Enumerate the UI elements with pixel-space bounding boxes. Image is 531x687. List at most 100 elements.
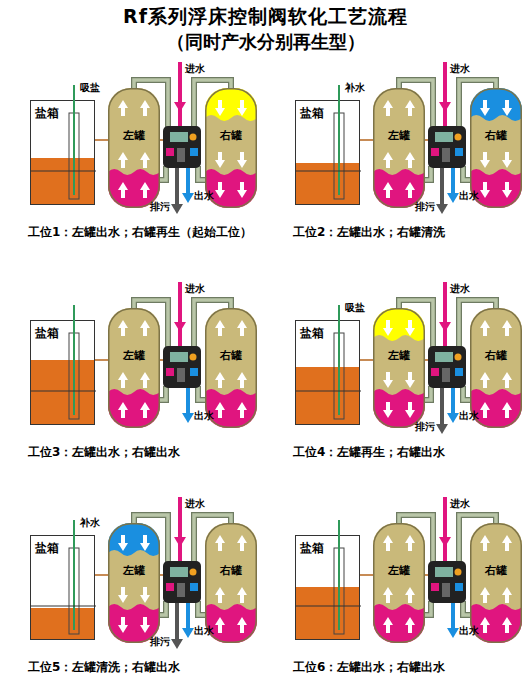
brine-tube <box>338 85 340 195</box>
tank-label: 右罐 <box>205 128 257 144</box>
flow-arrow <box>118 372 128 388</box>
flow-label: 出水 <box>459 190 479 202</box>
flow-arrow <box>383 182 393 198</box>
valve-knob <box>455 134 462 141</box>
flow-arrow <box>383 535 393 551</box>
resin <box>373 308 425 428</box>
pipe <box>160 601 166 615</box>
salt-grid <box>31 606 96 607</box>
pipe <box>198 166 205 180</box>
station-caption: 工位3：左罐出水；右罐出水 <box>28 445 180 459</box>
brine-tube <box>73 305 75 415</box>
station-panel: 盐箱左罐右罐吸盐进水出水排污工位1：左罐出水；右罐再生（起始工位） <box>0 80 265 245</box>
tank-body <box>108 88 160 208</box>
flow-arrow <box>480 535 490 551</box>
tank-label: 右罐 <box>470 348 522 364</box>
flow-arrow <box>502 372 512 388</box>
station-panel: 盐箱左罐右罐补水进水排污出水工位5：左罐清洗；右罐出水 <box>0 515 265 680</box>
valve-display <box>170 132 188 142</box>
station-caption: 工位1：左罐出水；右罐再生（起始工位） <box>28 225 252 239</box>
box-label: 盐箱 <box>35 325 59 342</box>
valve-port <box>166 583 174 591</box>
flow-arrow <box>237 402 247 418</box>
tank-body <box>373 523 425 643</box>
flow-arrow <box>215 617 225 633</box>
station-caption: 工位6：左罐出水；右罐出水 <box>293 660 445 674</box>
tank-outline <box>373 88 425 208</box>
flow-label: 进水 <box>450 498 470 510</box>
pipe <box>425 386 431 400</box>
control-valve <box>163 126 201 168</box>
tank-label: 右罐 <box>205 563 257 579</box>
flow-arrow <box>237 182 247 198</box>
flow-arrow <box>502 100 512 116</box>
control-valve <box>428 126 466 168</box>
valve-display <box>170 352 188 362</box>
resin <box>108 308 160 428</box>
tank-label: 左罐 <box>108 348 160 364</box>
tank-outline <box>206 524 257 643</box>
brine-tube <box>338 520 340 630</box>
flow-label: 出水 <box>194 625 214 637</box>
tank-outline <box>471 524 522 643</box>
outlet-pipe <box>451 388 455 416</box>
flow-arrow <box>140 320 150 336</box>
flow-label: 出水 <box>194 410 214 422</box>
valve-port <box>190 148 198 156</box>
tank-outline <box>108 308 160 428</box>
outlet-pipe <box>186 388 190 416</box>
inlet-arrow <box>174 102 186 112</box>
valve-port <box>431 583 439 591</box>
tank-label: 左罐 <box>373 563 425 579</box>
flow-arrow <box>405 587 415 603</box>
flow-arrow <box>215 152 225 168</box>
resin <box>373 523 425 643</box>
flow-arrow <box>502 402 512 418</box>
subtitle: （同时产水分别再生型） <box>0 30 531 54</box>
flow-label: 进水 <box>450 283 470 295</box>
inlet-arrow <box>439 322 451 332</box>
outlet-arrow <box>447 193 459 203</box>
salt-box: 盐箱 <box>30 320 95 425</box>
flow-arrow <box>405 320 415 336</box>
flow-arrow <box>405 100 415 116</box>
tank-label: 右罐 <box>470 563 522 579</box>
flow-arrow <box>383 372 393 388</box>
inlet-arrow <box>174 322 186 332</box>
valve-port <box>442 583 450 597</box>
outlet-arrow <box>182 193 194 203</box>
flow-label: 进水 <box>185 498 205 510</box>
pipe <box>425 166 431 180</box>
flow-arrow <box>118 587 128 603</box>
resin-tank: 左罐 <box>373 523 425 643</box>
inlet-arrow <box>439 537 451 547</box>
tank-outline <box>374 309 425 428</box>
valve-port <box>177 368 185 382</box>
pipe <box>463 601 470 615</box>
pipe <box>463 386 470 400</box>
flow-arrow <box>118 152 128 168</box>
flow-label: 补水 <box>345 82 365 94</box>
flow-arrow <box>405 617 415 633</box>
pipe <box>425 601 431 615</box>
flow-arrow <box>502 617 512 633</box>
flow-arrow <box>502 182 512 198</box>
station-panel: 盐箱左罐右罐补水进水排污出水工位2：左罐出水；右罐清洗 <box>265 80 530 245</box>
flow-label: 排污 <box>150 201 170 213</box>
outlet-arrow <box>447 628 459 638</box>
salt-box: 盐箱 <box>30 535 95 640</box>
flow-arrow <box>140 182 150 198</box>
flow-arrow <box>237 535 247 551</box>
salt-box: 盐箱 <box>295 320 360 425</box>
flow-arrow <box>383 320 393 336</box>
inlet-arrow <box>174 537 186 547</box>
flow-arrow <box>118 617 128 633</box>
tank-outline <box>471 309 522 428</box>
outlet-pipe <box>186 168 190 196</box>
flow-arrow <box>140 100 150 116</box>
flow-arrow <box>237 617 247 633</box>
flow-arrow <box>140 535 150 551</box>
flow-arrow <box>480 100 490 116</box>
resin-tank: 左罐 <box>108 308 160 428</box>
flow-arrow <box>140 372 150 388</box>
